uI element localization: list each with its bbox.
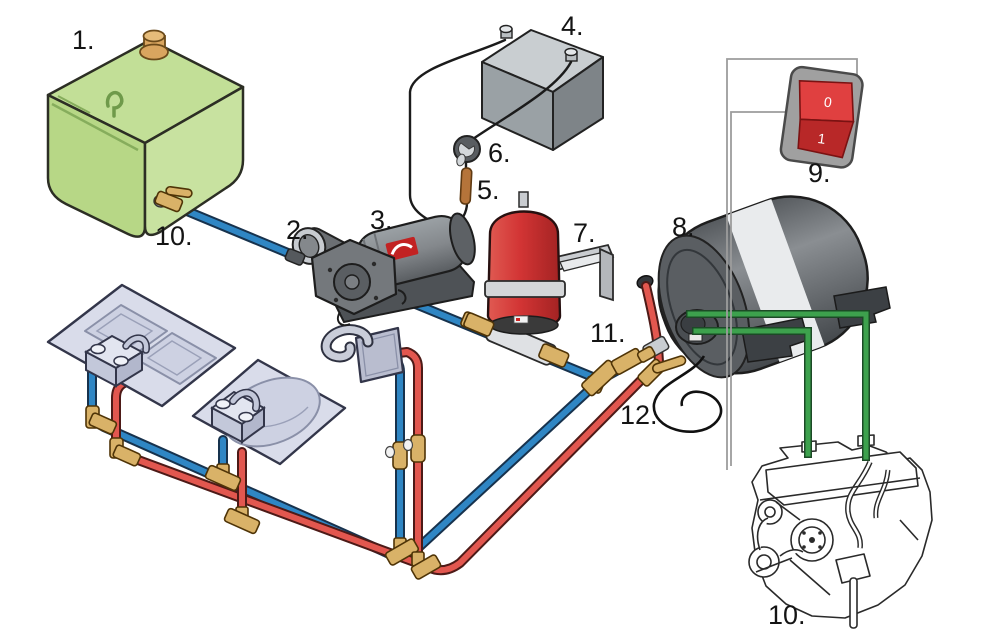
kitchen-faucet [83, 334, 150, 388]
check-valve [610, 346, 656, 375]
tank-emboss-hook [105, 90, 124, 118]
battery-terminal-neg [499, 24, 513, 39]
label-water-tank: 1. [72, 25, 95, 55]
label-strainer: 2. [286, 215, 309, 245]
wire-connector [453, 135, 481, 167]
battery [481, 24, 604, 151]
label-fuse: 5. [477, 175, 500, 205]
switch-off-marking: 0 [823, 94, 833, 111]
shower [320, 324, 405, 384]
battery-terminal-pos [564, 47, 578, 62]
power-switch: 0 1 [779, 65, 864, 169]
label-check-valve: 11. [590, 318, 626, 348]
label-battery: 4. [561, 11, 584, 41]
label-accumulator: 7. [573, 218, 596, 248]
valve-shower-cold [384, 441, 408, 470]
label-water-heater: 8. [672, 212, 695, 242]
basin-faucet [210, 388, 266, 444]
kitchen-sink [46, 283, 237, 408]
drain-valve [637, 355, 687, 387]
tee-shower-cold [384, 537, 420, 566]
tee-basin-cold [204, 463, 242, 492]
elbow-kitchen-cold [85, 405, 118, 435]
elbow-shower-hot [410, 551, 442, 580]
fresh-water-tank [46, 29, 245, 238]
tee-basin-hot [223, 506, 261, 535]
basin-sink [191, 358, 347, 466]
tank-filler-cap [139, 29, 169, 61]
switch-on-marking: 1 [817, 130, 827, 147]
labels: 1. 2. 3. 4. 5. 6. 7. 8. 9. 10. 10. 11. 1… [72, 11, 831, 630]
water-pump [310, 212, 476, 327]
label-drain-valve: 12. [620, 400, 658, 430]
inline-fuse [459, 167, 473, 205]
valve-shower-hot [402, 434, 426, 463]
label-tank-valve: 10. [155, 221, 193, 251]
label-engine: 10. [768, 600, 806, 630]
heater-element-cable [652, 355, 723, 433]
coupling-pump-line [463, 312, 495, 337]
elbow-kitchen-hot [109, 437, 142, 467]
label-connector: 6. [488, 138, 511, 168]
pipe-fittings [85, 312, 687, 580]
label-pump: 3. [370, 205, 393, 235]
label-power-switch: 9. [808, 158, 831, 188]
tank-shutoff-valve [153, 185, 193, 213]
engine [748, 434, 933, 629]
